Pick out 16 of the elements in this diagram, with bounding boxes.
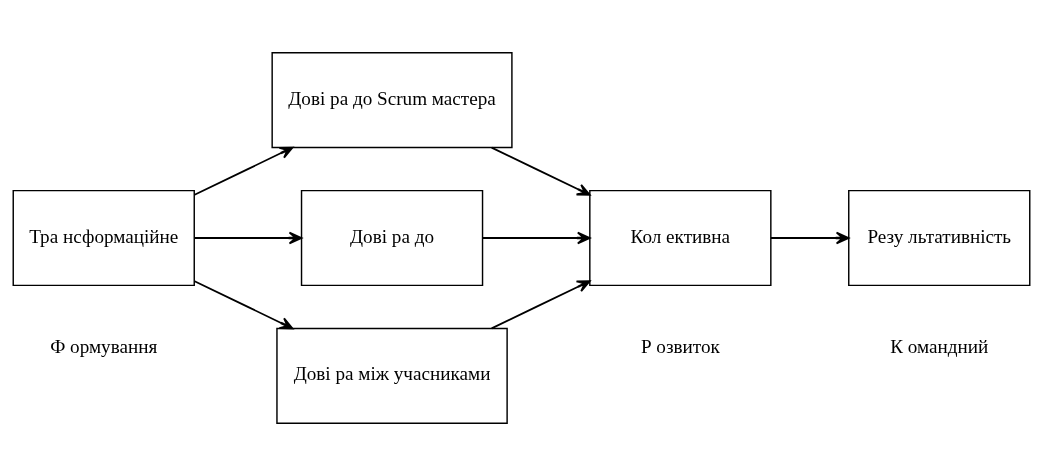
node-box: Кол ективна bbox=[589, 189, 772, 286]
arrow bbox=[490, 279, 591, 329]
node-box: Резу льтативність bbox=[848, 189, 1031, 286]
node-box: Тра нсформаційне bbox=[12, 189, 195, 286]
arrow bbox=[770, 231, 850, 244]
node-box: Дові ра між учасниками bbox=[276, 327, 508, 424]
arrow bbox=[482, 231, 591, 244]
label: К омандний bbox=[890, 335, 989, 357]
arrow bbox=[193, 231, 303, 244]
arrow bbox=[193, 279, 294, 329]
label: Ф ормування bbox=[50, 335, 158, 357]
node-box: Дові ра до bbox=[300, 189, 484, 286]
arrow bbox=[193, 146, 294, 196]
arrow bbox=[490, 146, 591, 196]
node-box: Дові ра до Scrum мастера bbox=[271, 51, 513, 148]
label: Р озвиток bbox=[640, 335, 720, 357]
